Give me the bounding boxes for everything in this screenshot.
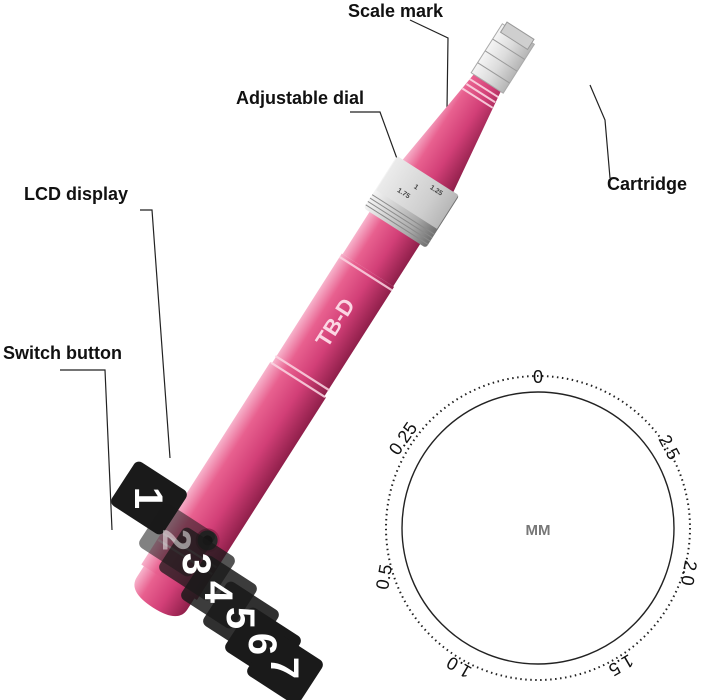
label-scale-mark: Scale mark [348, 1, 444, 21]
pen-nose [402, 74, 501, 192]
dial-tick-2-0: 2.0 [677, 559, 701, 587]
label-switch-button: Switch button [3, 343, 122, 363]
microneedle-pen: 1.75 1 1.25 TB-D [134, 21, 536, 617]
leader-switch-button [60, 369, 113, 531]
pen-end-cap [134, 564, 196, 617]
dial-tick-0-25: 0.25 [385, 418, 421, 458]
lcd-digit-5: 5 [218, 607, 262, 629]
depth-dial: MM 0 2.5 2.0 1.5 1.0 0.5 0.25 [372, 367, 701, 682]
lcd-display: 1 2 3 4 5 6 7 [111, 461, 323, 700]
label-lcd-display: LCD display [24, 184, 129, 204]
lcd-digit-7: 7 [262, 657, 306, 679]
dial-tick-1-0: 1.0 [443, 652, 475, 682]
dial-outer-dotted [385, 375, 691, 681]
lcd-digit-2: 2 [154, 529, 198, 551]
dial-tick-0-5: 0.5 [372, 563, 396, 591]
dial-tick-0: 0 [533, 367, 543, 387]
dial-center-label: MM [526, 522, 551, 539]
lcd-digit-3: 3 [174, 553, 218, 575]
lcd-digit-box-7 [247, 631, 323, 700]
lcd-digit-1: 1 [126, 487, 170, 509]
dial-knurling [365, 194, 435, 245]
label-cartridge: Cartridge [607, 174, 688, 194]
lcd-digit-4: 4 [196, 581, 240, 604]
dial-tick-1-5: 1.5 [605, 650, 637, 680]
leader-cartridge [589, 84, 611, 179]
collar-mark-2: 1 [412, 183, 419, 191]
leader-lcd-display [140, 209, 171, 459]
lcd-digit-6: 6 [240, 633, 284, 655]
dial-inner-circle [401, 391, 675, 665]
label-adjustable-dial: Adjustable dial [236, 88, 365, 108]
